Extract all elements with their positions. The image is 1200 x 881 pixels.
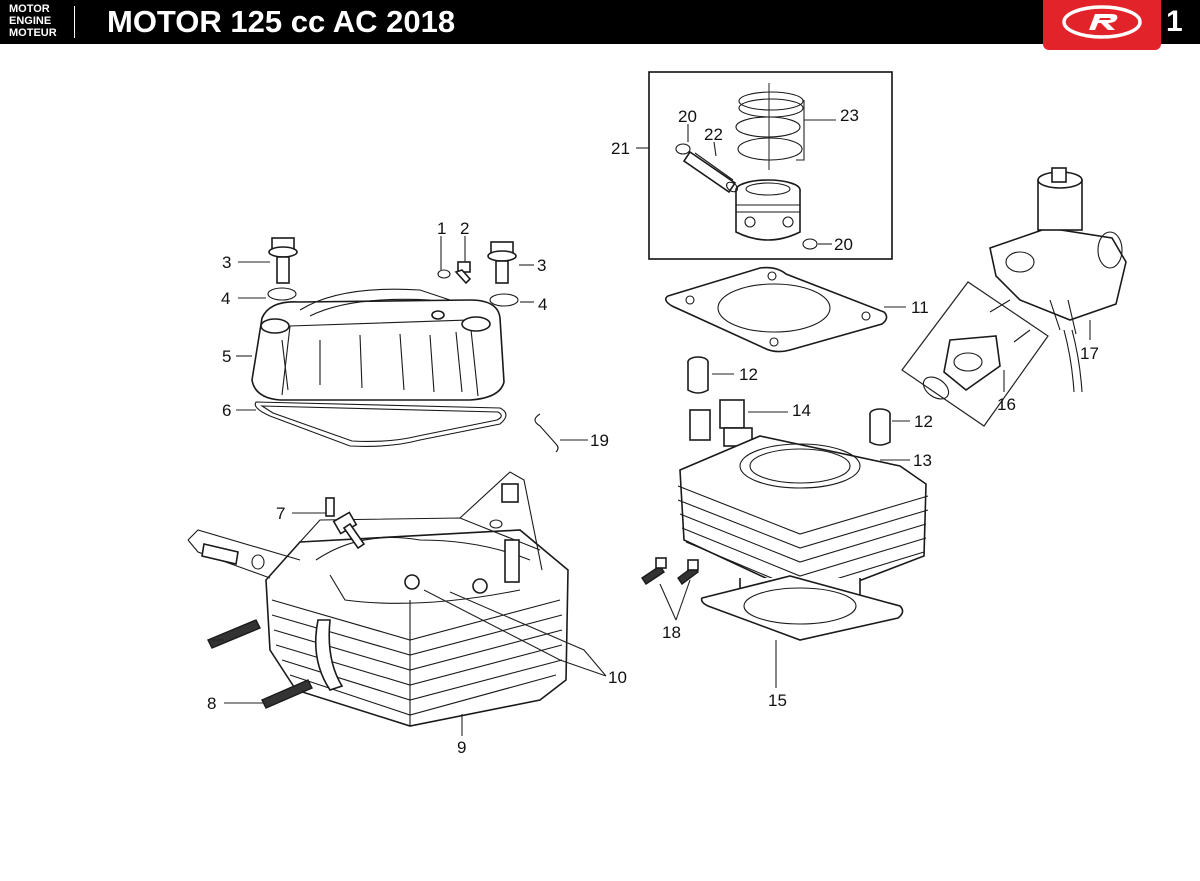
callout-20-lower: 20 bbox=[834, 235, 853, 254]
callout-15: 15 bbox=[768, 691, 787, 710]
section-label: MOTOR ENGINE MOTEUR bbox=[9, 3, 71, 39]
cover-washer-right bbox=[489, 293, 519, 307]
piston-pin bbox=[682, 150, 738, 194]
leader-lines bbox=[212, 100, 1091, 736]
valve-cover-gasket-inner bbox=[260, 405, 502, 442]
callout-10: 10 bbox=[608, 668, 627, 687]
header-bar: MOTOR ENGINE MOTEUR MOTOR 125 cc AC 2018… bbox=[0, 0, 1200, 44]
cylinder-head-gasket bbox=[664, 266, 888, 353]
valve-cover bbox=[251, 288, 505, 401]
cylinder-head bbox=[187, 471, 569, 727]
callout-7: 7 bbox=[276, 504, 285, 523]
cover-washer-left bbox=[267, 287, 297, 301]
callout-4-left: 4 bbox=[221, 289, 230, 308]
cylinder-bolt-right bbox=[677, 559, 699, 586]
callout-18: 18 bbox=[662, 623, 681, 642]
carburetor bbox=[989, 167, 1127, 393]
piston-clip-lower bbox=[802, 238, 818, 250]
valve-cover-gasket bbox=[254, 401, 507, 447]
callout-16: 16 bbox=[997, 395, 1016, 414]
callout-21: 21 bbox=[611, 139, 630, 158]
stud-lower bbox=[261, 679, 313, 709]
brand-logo bbox=[1043, 0, 1161, 50]
piston bbox=[735, 179, 801, 241]
callout-9: 9 bbox=[457, 738, 466, 757]
small-bolt bbox=[454, 261, 472, 285]
callout-13: 13 bbox=[913, 451, 932, 470]
callout-3-right: 3 bbox=[537, 256, 546, 275]
spring-clip bbox=[534, 413, 559, 453]
header-divider bbox=[74, 6, 75, 38]
callout-4-right: 4 bbox=[538, 295, 547, 314]
tappet-cover bbox=[489, 483, 519, 529]
callout-numbers: 1 2 3 3 4 4 5 6 7 8 9 10 11 12 12 13 14 … bbox=[207, 106, 1099, 757]
callout-19: 19 bbox=[590, 431, 609, 450]
callout-8: 8 bbox=[207, 694, 216, 713]
small-washer bbox=[437, 269, 451, 279]
section-label-line-3: MOTEUR bbox=[9, 27, 57, 39]
piston-detail-box bbox=[648, 71, 893, 260]
callout-17: 17 bbox=[1080, 344, 1099, 363]
callout-22: 22 bbox=[704, 125, 723, 144]
dowel-pin-left bbox=[687, 356, 709, 394]
callout-6: 6 bbox=[222, 401, 231, 420]
dowel-pin-right bbox=[869, 408, 891, 446]
exploded-parts-diagram: 1 2 3 3 4 4 5 6 7 8 9 10 11 12 12 13 14 … bbox=[187, 71, 1127, 757]
section-label-line-2: ENGINE bbox=[9, 15, 52, 27]
piston-clip-upper bbox=[675, 143, 691, 155]
brand-logo-icon bbox=[1062, 5, 1142, 39]
page-title: MOTOR 125 cc AC 2018 bbox=[107, 4, 456, 39]
callout-2: 2 bbox=[460, 219, 469, 238]
callout-20-upper: 20 bbox=[678, 107, 697, 126]
intake-kit-box bbox=[901, 281, 1049, 427]
cylinder-base-gasket bbox=[700, 575, 904, 641]
cover-bolt-right bbox=[487, 241, 517, 284]
callout-11: 11 bbox=[911, 298, 929, 317]
spark-plug bbox=[325, 497, 366, 550]
cylinder-bolt-left bbox=[641, 557, 667, 585]
stud-upper bbox=[207, 619, 261, 649]
section-label-line-1: MOTOR bbox=[9, 3, 50, 15]
callout-12-right: 12 bbox=[914, 412, 933, 431]
callout-3-left: 3 bbox=[222, 253, 231, 272]
oil-fitting bbox=[201, 543, 265, 570]
callout-5: 5 bbox=[222, 347, 231, 366]
chain-guide-blocks bbox=[689, 399, 753, 447]
callout-23: 23 bbox=[840, 106, 859, 125]
callout-12-left: 12 bbox=[739, 365, 758, 384]
piston-ring-set bbox=[735, 83, 804, 170]
cover-bolt-left bbox=[268, 237, 298, 284]
callout-14: 14 bbox=[792, 401, 811, 420]
page-number: 1 bbox=[1166, 5, 1183, 38]
callout-1: 1 bbox=[437, 219, 446, 238]
